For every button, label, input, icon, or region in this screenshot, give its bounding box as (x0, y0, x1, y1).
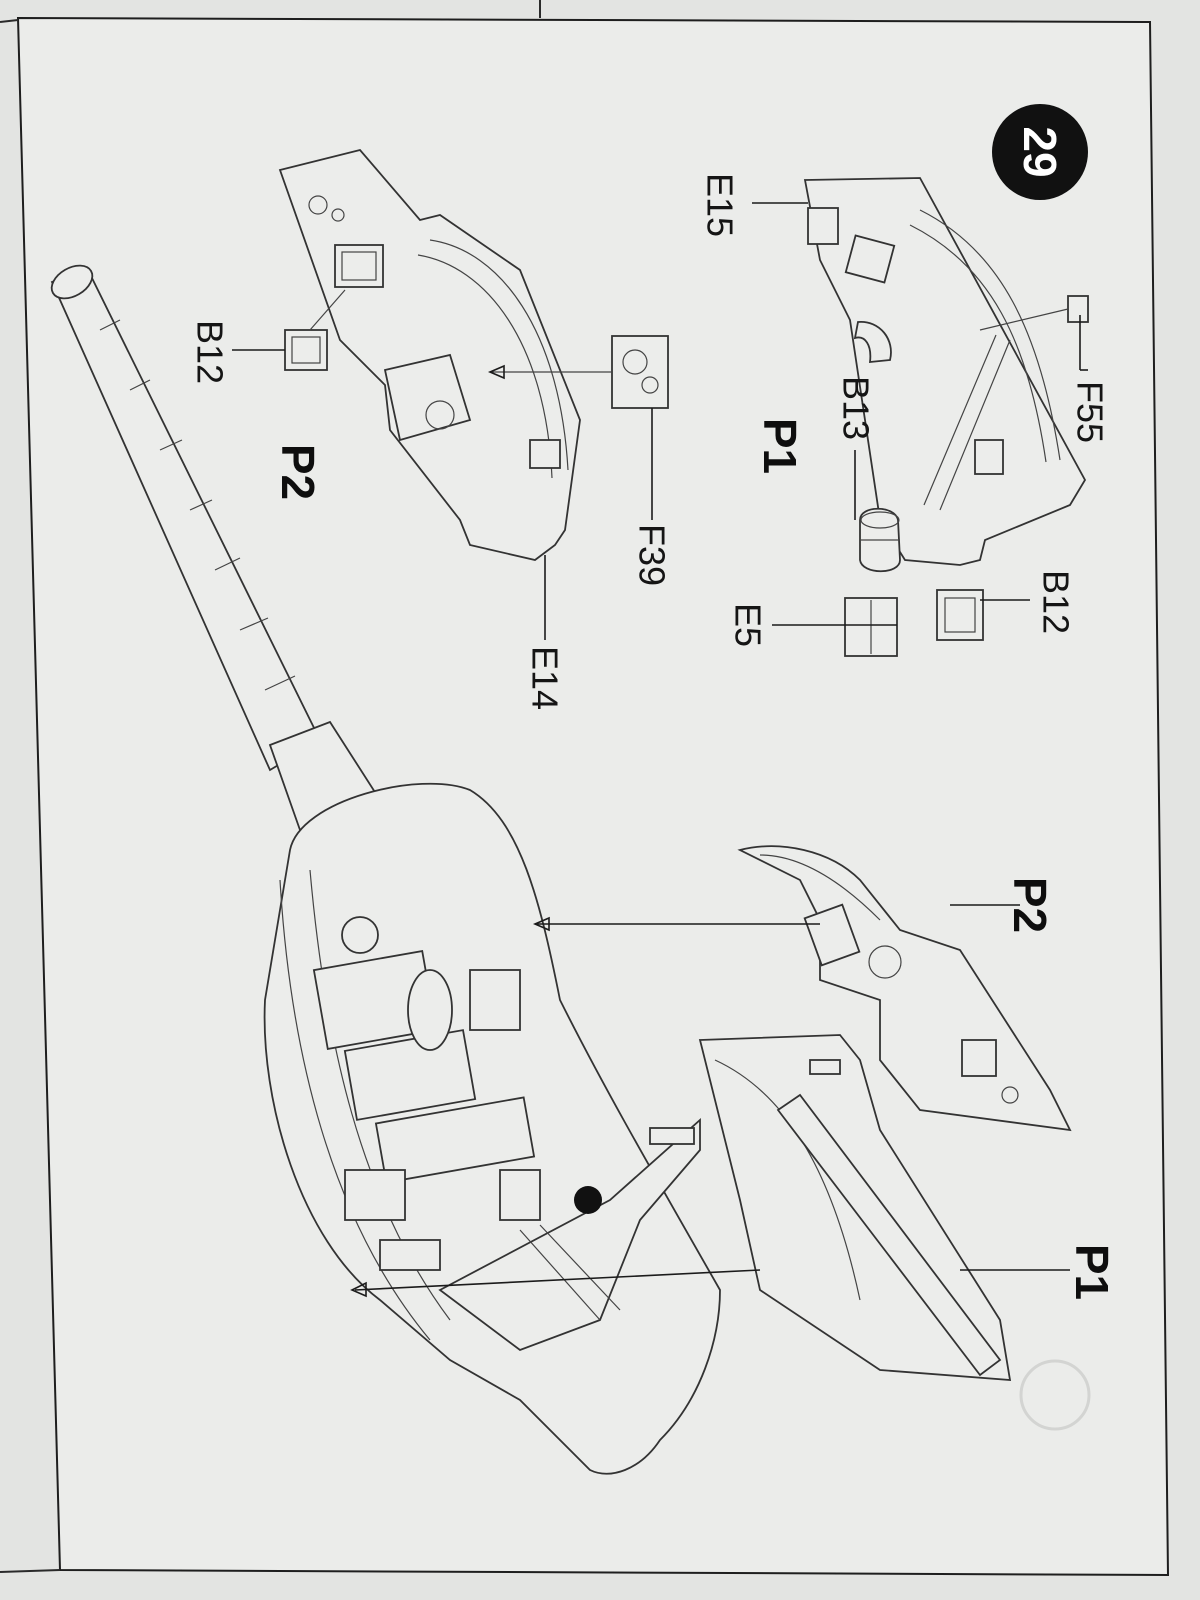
label-p1-right: P1 (1066, 1244, 1118, 1300)
label-b12-top: B12 (1036, 570, 1077, 634)
label-p2-right: P2 (1004, 877, 1056, 933)
muzzle (50, 264, 94, 300)
faint-watermark-circle (1019, 1359, 1091, 1431)
p1-subassembly (803, 177, 1089, 657)
callout-labels: E15 F55 B13 P1 B12 E5 F39 E14 B12 P2 P2 … (190, 173, 1119, 1300)
label-e14: E14 (525, 646, 566, 710)
p2-plate-right (737, 845, 1072, 1132)
label-p2-left: P2 (272, 444, 324, 500)
turret-main-assembly (50, 264, 721, 1475)
part-b12-left (284, 329, 328, 371)
frame-edge-top-left (0, 19, 19, 23)
frame-edge-bottom-left (0, 1569, 61, 1573)
leader-lines (232, 202, 1088, 1298)
part-f55 (1067, 295, 1089, 323)
label-e5: E5 (728, 603, 769, 647)
step-number: 29 (1014, 126, 1066, 177)
step-badge: 29 (992, 104, 1088, 200)
p2-subassembly (278, 148, 669, 561)
part-e15 (807, 207, 839, 245)
p1-plate-right (698, 1034, 1012, 1381)
label-b12-left: B12 (190, 320, 231, 384)
label-p1-top: P1 (754, 418, 806, 474)
label-f55: F55 (1070, 381, 1111, 443)
label-e15: E15 (700, 173, 741, 237)
label-f39: F39 (632, 524, 673, 586)
part-f39 (611, 335, 669, 409)
label-b13: B13 (836, 376, 877, 440)
